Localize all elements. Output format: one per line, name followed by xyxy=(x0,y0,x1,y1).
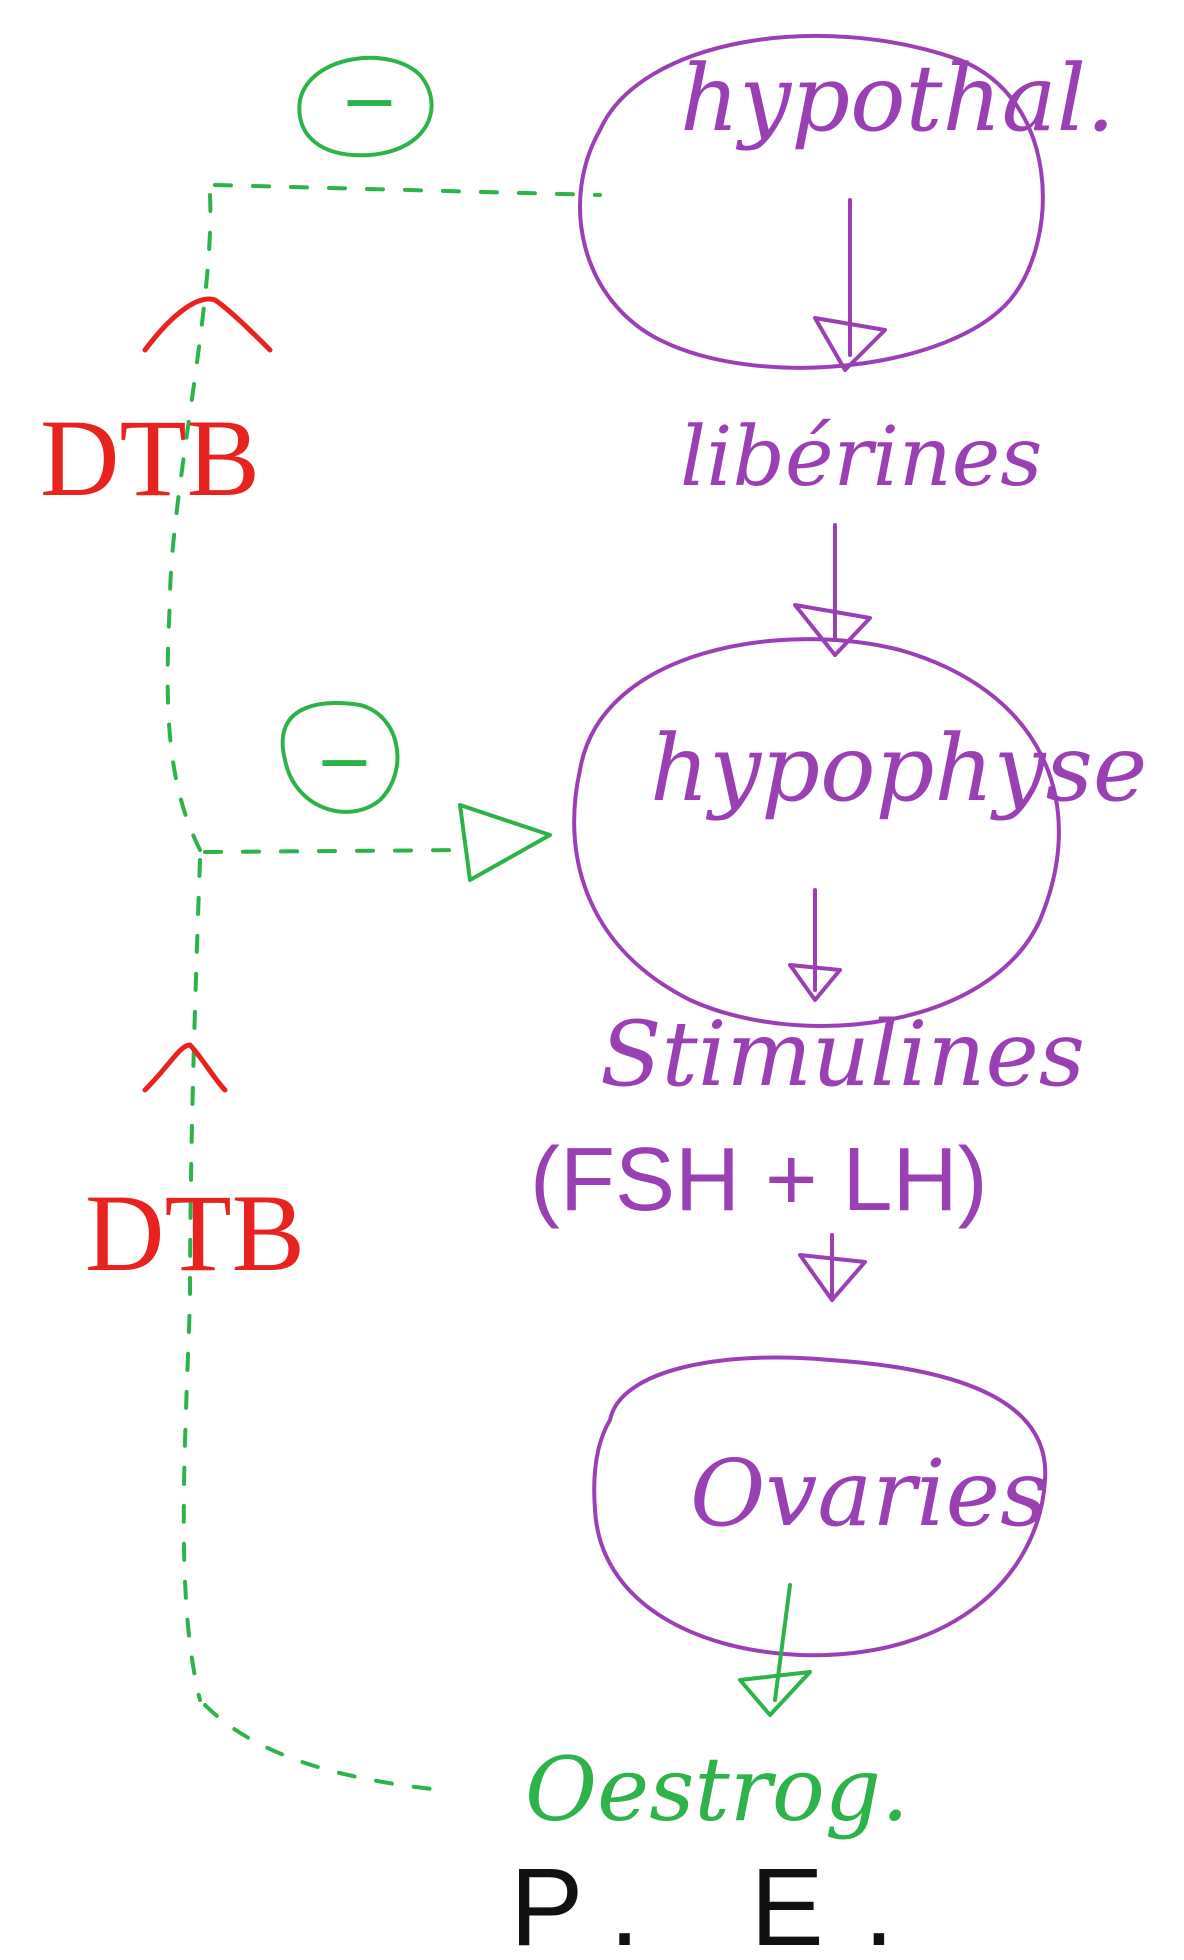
feedback-line-left-lower xyxy=(181,858,202,1702)
arrow-hypothalamus-to-liberines xyxy=(813,198,887,372)
feedback-line-top xyxy=(213,183,602,197)
arrow-stimulines-to-ovaries xyxy=(798,1233,867,1302)
ovaries-circle xyxy=(592,1355,1048,1658)
hypothalamus-circle xyxy=(578,33,1045,370)
ovaries-label: Ovaries xyxy=(690,1440,1047,1547)
dtb-lower: DTB xyxy=(85,1042,305,1294)
negative-sign-top: − xyxy=(297,55,434,158)
dtb-upper: DTB xyxy=(40,296,273,519)
feedback-line-bottom xyxy=(203,1703,442,1792)
hypophyse-label: hypophyse xyxy=(650,715,1147,822)
feedback-arrow-hypophyse xyxy=(458,803,552,882)
feedback-line-left-upper xyxy=(165,193,213,852)
caret-upper-icon xyxy=(142,296,273,353)
feedback-line-middle xyxy=(203,848,472,854)
hypothalamus-label: hypothal. xyxy=(680,45,1115,152)
hypophyse-node: hypophyse xyxy=(572,637,1147,1028)
ovaries-node: Ovaries xyxy=(592,1355,1048,1658)
arrow-liberines-to-hypophyse xyxy=(793,523,872,657)
caret-lower-icon xyxy=(142,1042,228,1093)
footer-label: P. E. xyxy=(510,1846,934,1960)
negative-sign-top-label: − xyxy=(340,60,399,142)
stimulines-label: Stimulines xyxy=(600,1002,1085,1107)
arrow-hypophyse-to-stimulines xyxy=(788,888,842,1002)
dtb-lower-label: DTB xyxy=(85,1172,305,1294)
hypothalamus-node: hypothal. xyxy=(578,33,1115,370)
dtb-upper-label: DTB xyxy=(40,397,260,519)
arrow-ovaries-to-oestrogens xyxy=(738,1583,812,1717)
negative-sign-middle-label: − xyxy=(315,720,374,802)
hypophyse-circle xyxy=(572,637,1061,1028)
liberines-label: libérines xyxy=(680,410,1042,505)
negative-sign-middle: − xyxy=(280,701,400,814)
fsh-lh-label: (FSH + LH) xyxy=(530,1130,988,1230)
oestrogens-label: Oestrog. xyxy=(525,1738,909,1841)
feedback-loop xyxy=(165,183,602,1792)
